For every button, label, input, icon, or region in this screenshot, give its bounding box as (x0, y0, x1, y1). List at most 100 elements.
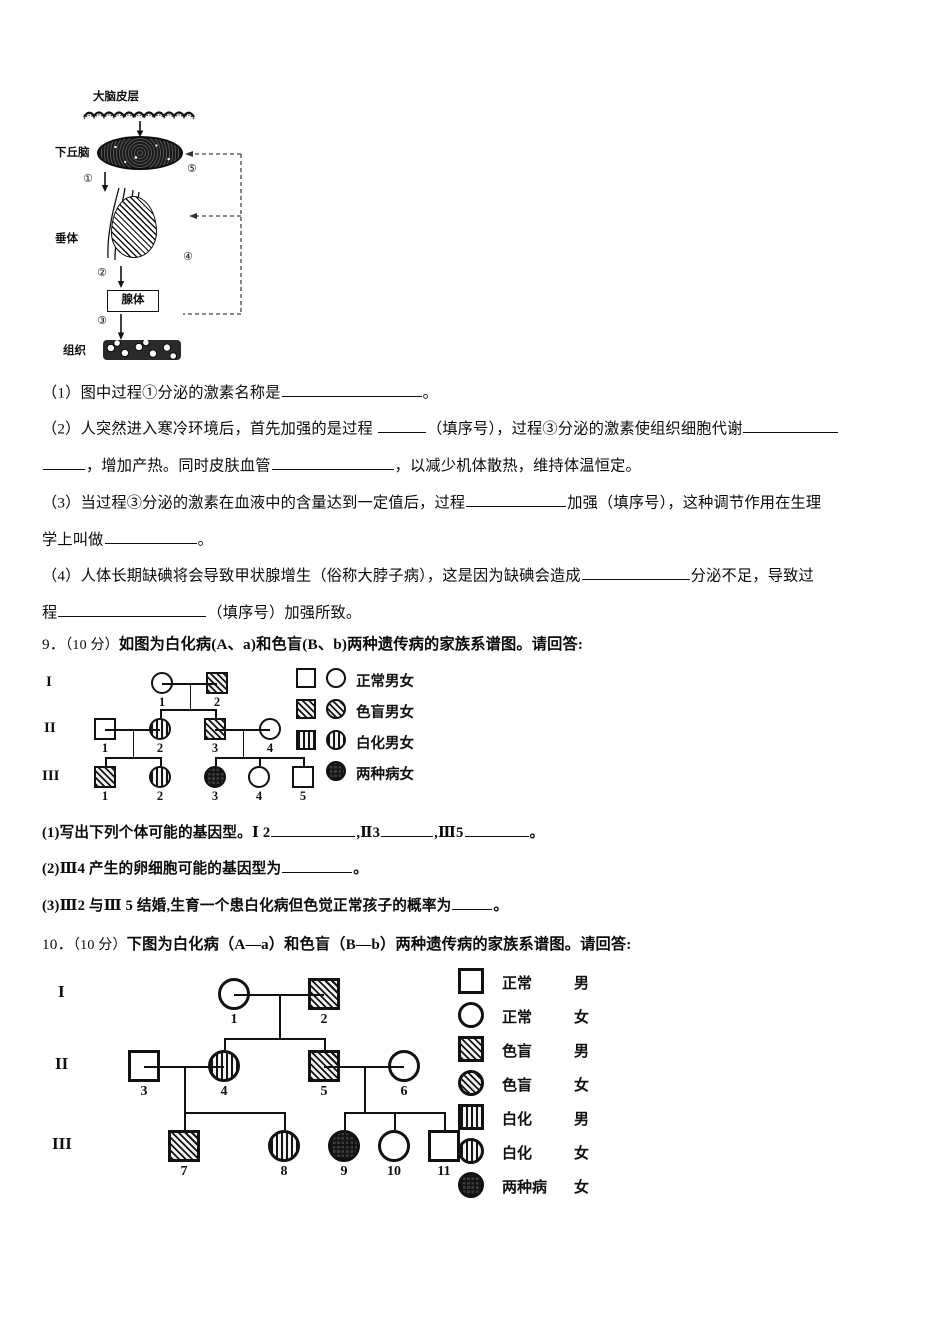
legend10-symbol-albino-female (458, 1138, 484, 1164)
descent10-I (279, 994, 282, 1038)
q9-3-blank-1[interactable] (452, 895, 493, 910)
sibship-bar-III-left (105, 757, 162, 759)
pedigree10-number-II-6: 6 (400, 1084, 408, 1099)
pedigree10-number-II-5: 5 (320, 1084, 328, 1099)
q8-2b-blank-0[interactable] (43, 455, 85, 471)
legend9-square-normal (296, 668, 316, 688)
feedback-dashed-lines (183, 151, 242, 315)
descent10-II5-II6 (364, 1066, 367, 1112)
q8-4a-text-2: 分泌不足，导致过 (690, 567, 814, 585)
pedigree-number-II-4: 4 (266, 741, 274, 755)
drop-III-3 (215, 757, 217, 766)
q9-1-blank-2[interactable] (271, 822, 356, 837)
arrow-process-1 (101, 172, 109, 192)
pedigree10-symbol-I-2 (308, 978, 340, 1010)
q9-2-blank-1[interactable] (282, 858, 353, 873)
q9-1-blank-4[interactable] (381, 822, 434, 837)
generation10-label-III: III (52, 1134, 72, 1153)
q8-4b-text-0: 程 (42, 604, 58, 622)
sibship10-bar-gen2 (224, 1038, 327, 1041)
pedigree-number-III-4: 4 (255, 789, 263, 803)
pituitary-label: 垂体 (55, 233, 78, 245)
q8-2b-text-1: ，增加产热。同时皮肤血管 (86, 457, 271, 475)
legend10-name-colorblind-male: 色盲 (502, 1043, 533, 1060)
q8-1-text-2: 。 (422, 384, 438, 402)
legend9-label-albino: 白化男女 (356, 736, 414, 752)
legend9-label-colorblind: 色盲男女 (356, 705, 414, 721)
legend10-symbol-both-female (458, 1172, 484, 1198)
pedigree10-number-II-3: 3 (140, 1084, 148, 1099)
q8-2b: ，增加产热。同时皮肤血管 ，以减少机体散热，维持体温恒定。 (42, 455, 641, 478)
pedigree10-symbol-III-11 (428, 1130, 460, 1162)
hypothalamus-icon (97, 136, 183, 170)
generation10-label-II: II (55, 1054, 69, 1073)
q9-1-blank-6[interactable] (464, 822, 529, 837)
gland-box: 腺体 (107, 290, 159, 312)
q9-2-text-0: (2)Ⅲ4 产生的卵细胞可能的基因型为 (42, 860, 282, 877)
pedigree10-number-III-7: 7 (180, 1164, 188, 1179)
q8-3b-blank-1[interactable] (104, 529, 197, 545)
q9-2: (2)Ⅲ4 产生的卵细胞可能的基因型为。 (42, 858, 368, 881)
q8-3b: 学上叫做 。 (42, 529, 213, 552)
drop10-III-9 (344, 1112, 347, 1130)
q8-4b-blank-1[interactable] (58, 602, 207, 618)
q8-4a: （4）人体长期缺碘将会导致甲状腺增生（俗称大脖子病），这是因为缺碘会造成分泌不足… (42, 565, 814, 588)
legend10-name-normal-male: 正常 (502, 975, 533, 992)
pedigree-number-III-5: 5 (299, 789, 307, 803)
q8-1-blank-1[interactable] (281, 382, 422, 398)
q9-1-text-5: ,Ⅲ5 (434, 824, 464, 841)
question9-score: （10 分） (65, 638, 119, 653)
q8-2a-blank-1[interactable] (377, 418, 426, 434)
question10-score: （10 分） (72, 938, 127, 953)
legend9-circle-normal (326, 668, 346, 688)
legend10-sex-both-female: 女 (574, 1179, 590, 1196)
legend9-circle-colorblind (326, 699, 346, 719)
pedigree10-symbol-III-10 (378, 1130, 410, 1162)
pituitary-icon (111, 196, 157, 258)
q8-3b-text-0: 学上叫做 (42, 531, 104, 549)
drop-II2 (160, 709, 162, 718)
endocrine-axis-diagram: 大脑皮层 下丘脑 ⑤ ① (55, 88, 280, 373)
process-5-mark: ⑤ (187, 163, 197, 175)
pedigree-number-III-2: 2 (156, 789, 164, 803)
drop10-II4 (224, 1038, 227, 1050)
drop10-III-8 (284, 1112, 287, 1130)
q8-1-text-0: （1）图中过程①分泌的激素名称是 (42, 384, 281, 402)
q8-3a: （3）当过程③分泌的激素在血液中的含量达到一定值后，过程加强（填序号），这种调节… (42, 492, 821, 515)
process-2-mark: ② (97, 267, 107, 279)
q9-3-text-2: 。 (493, 897, 509, 914)
pedigree10-number-III-10: 10 (387, 1164, 401, 1179)
arrow-cortex-to-hypothalamus (136, 121, 144, 137)
q8-2b-blank-2[interactable] (271, 455, 394, 471)
pedigree10-symbol-III-8 (268, 1130, 300, 1162)
sibship10-bar-left (184, 1112, 287, 1115)
generation-label-III: III (42, 768, 60, 784)
descent-I (189, 683, 192, 709)
q8-2b-text-3: ，以减少机体散热，维持体温恒定。 (394, 457, 641, 475)
pedigree10-number-II-4: 4 (220, 1084, 228, 1099)
process-1-mark: ① (83, 173, 93, 185)
question9-text: 如图为白化病(A、a)和色盲(B、b)两种遗传病的家族系谱图。请回答: (118, 636, 584, 653)
pedigree10-symbol-III-7 (168, 1130, 200, 1162)
drop10-III-11 (444, 1112, 447, 1130)
question9-number: 9． (42, 636, 66, 653)
legend10-symbol-colorblind-male (458, 1036, 484, 1062)
q8-3b-text-2: 。 (197, 531, 213, 549)
drop-III2 (160, 757, 162, 766)
process-3-mark: ③ (97, 315, 107, 327)
q9-1-text-0: (1)写出下列个体可能的基因型。 (42, 824, 252, 841)
arrow-process-2 (117, 266, 125, 288)
q9-1: (1)写出下列个体可能的基因型。Ⅰ 2,Ⅱ3,Ⅲ5。 (42, 822, 544, 845)
q8-4a-blank-1[interactable] (581, 565, 690, 581)
process-4-mark: ④ (183, 251, 193, 263)
pedigree10-number-III-9: 9 (340, 1164, 348, 1179)
pedigree-number-II-1: 1 (101, 741, 109, 755)
generation-label-I: I (46, 674, 52, 690)
q8-3a-blank-1[interactable] (466, 492, 567, 508)
q8-2a-blank-3[interactable] (743, 418, 839, 434)
hypothalamus-label: 下丘脑 (55, 147, 90, 159)
legend10-name-normal-female: 正常 (502, 1009, 533, 1026)
drop-III-5 (303, 757, 305, 766)
